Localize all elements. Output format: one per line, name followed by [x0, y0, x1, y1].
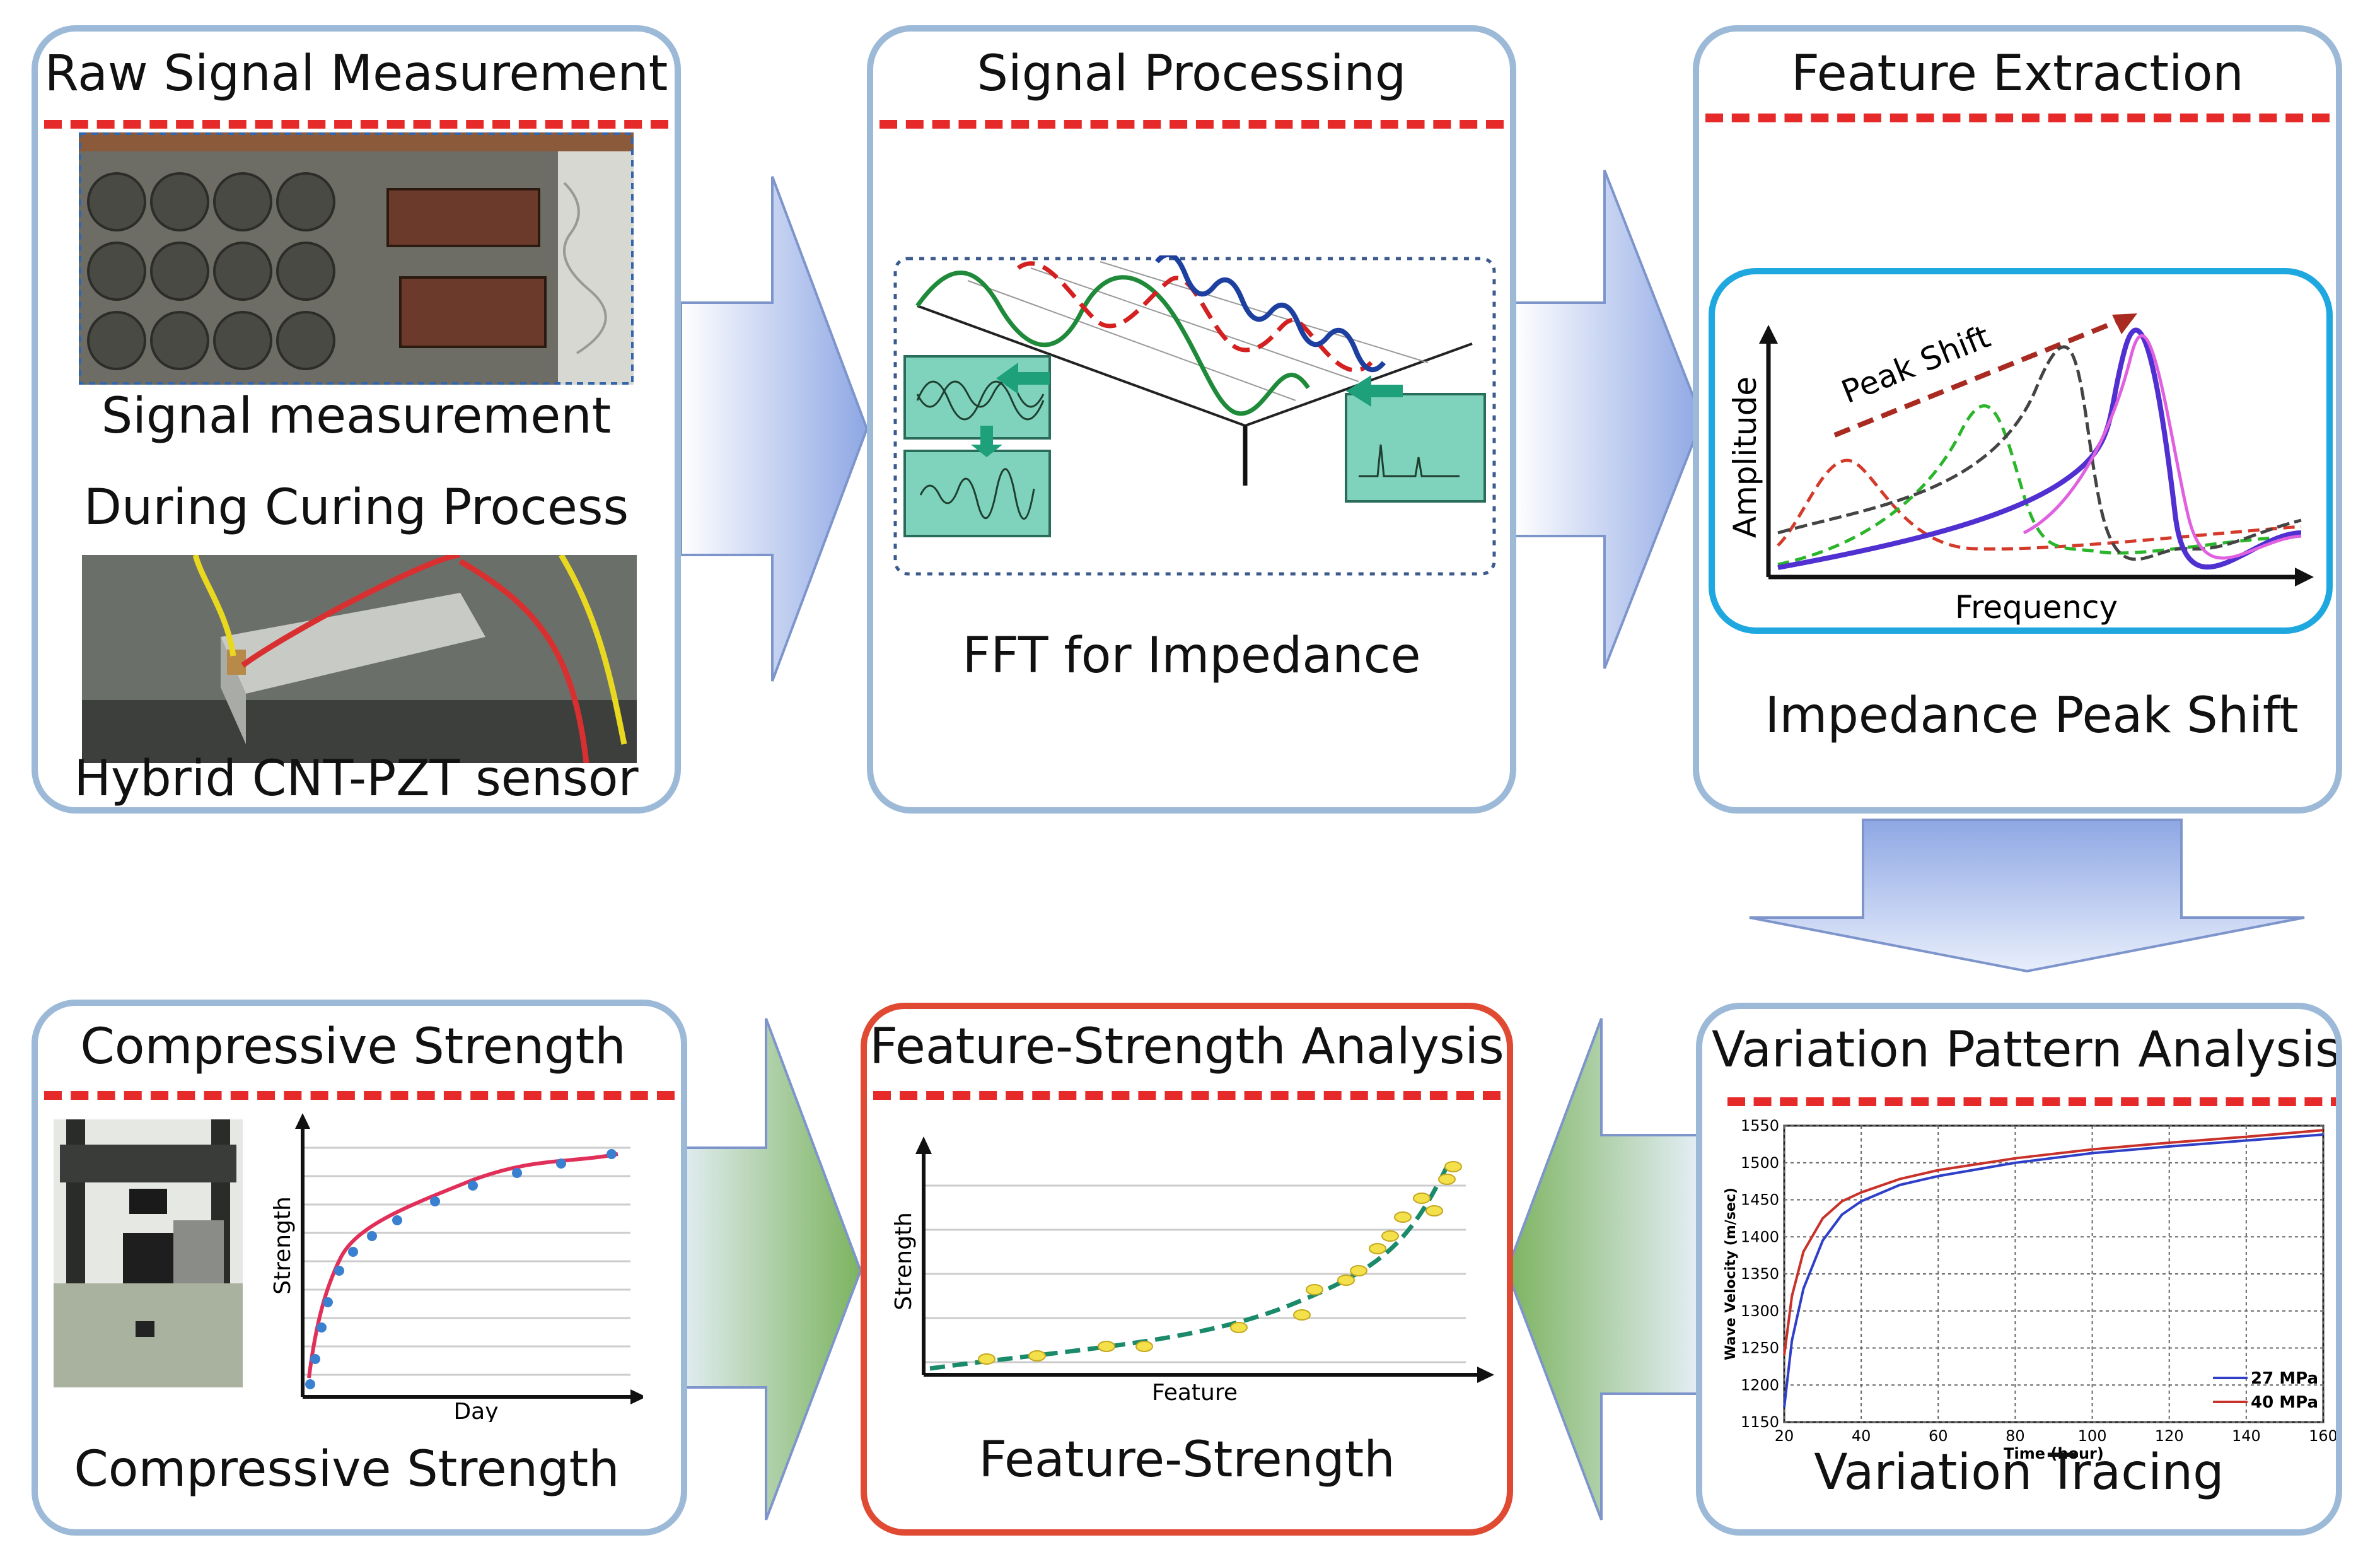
caption-hybrid-sensor: Hybrid CNT-PZT sensor	[74, 750, 639, 807]
y-tick-label: 1200	[1741, 1376, 1779, 1394]
impedance-peak-plot: Amplitude Frequency Peak Shift	[1709, 268, 2333, 634]
arrow-variation-to-featstrength	[1505, 1018, 1704, 1520]
x-tick-label: 60	[1929, 1427, 1948, 1445]
title-divider	[879, 120, 1504, 129]
y-axis-label: Wave Velocity (m/sec)	[1723, 1187, 1739, 1360]
arrow-processing-to-feature	[1512, 170, 1704, 669]
strength-growth-plot: Strength Day	[270, 1113, 643, 1422]
panel-compressive-strength: Compressive Strength Strength Day	[32, 1000, 687, 1536]
y-tick-label: 1400	[1741, 1228, 1779, 1246]
x-axis-label: Feature	[1152, 1380, 1238, 1406]
x-tick-label: 40	[1852, 1427, 1871, 1445]
arrow-raw-to-processing	[680, 176, 869, 682]
feature-strength-plot: Strength Feature	[891, 1136, 1494, 1406]
time-domain-wave	[915, 271, 1310, 416]
caption-feature-strength: Feature-Strength	[978, 1432, 1395, 1488]
panel-variation-pattern: Variation Pattern Analysis 20 40 60 80 100 12…	[1696, 1003, 2342, 1536]
arrow-compressive-to-featstrength	[673, 1018, 862, 1520]
peak-curve-1	[1777, 458, 2302, 551]
fft-illustration	[893, 255, 1496, 576]
compression-machine-photo	[54, 1119, 243, 1387]
y-tick-label: 1550	[1741, 1117, 1779, 1135]
x-axis-label: Frequency	[1955, 589, 2118, 626]
caption-compressive-strength: Compressive Strength	[74, 1441, 620, 1498]
panel-title: Raw Signal Measurement	[44, 45, 668, 102]
y-axis-label: Amplitude	[1727, 376, 1763, 538]
peak-shift-arrow	[1833, 316, 2126, 438]
y-axis-label: Strength	[270, 1196, 296, 1295]
y-tick-label: 1300	[1741, 1302, 1779, 1320]
peak-curve-2	[1777, 404, 2302, 566]
strength-fit-curve	[307, 1152, 618, 1379]
peak-curve-5	[2023, 334, 2302, 560]
series-line-1	[1783, 1133, 2324, 1408]
x-axis-label: Day	[453, 1399, 498, 1422]
caption-curing-process: During Curing Process	[83, 479, 629, 536]
high-frequency-wave	[1154, 255, 1386, 373]
peak-curve-4	[1777, 327, 2302, 570]
x-tick-label: 100	[2078, 1427, 2107, 1445]
legend-label-1: 27 MPa	[2251, 1369, 2318, 1388]
peak-curve-3	[1777, 345, 2302, 561]
cnt-pzt-sensor-photo	[82, 555, 637, 763]
harmonic-wave	[1016, 261, 1373, 373]
arrow-feature-to-variation	[1749, 819, 2305, 973]
title-divider	[873, 1091, 1501, 1100]
x-axis-label: Time (hour)	[2004, 1445, 2104, 1462]
title-divider	[1727, 1097, 2336, 1106]
cylinder-samples-photo	[79, 132, 634, 385]
x-tick-label: 120	[2155, 1427, 2184, 1445]
y-tick-label: 1450	[1741, 1191, 1779, 1209]
panel-title: Variation Pattern Analysis	[1712, 1022, 2341, 1078]
panel-feature-strength[interactable]: Feature-Strength Analysis Strength Featu…	[861, 1003, 1513, 1536]
fit-curve	[929, 1165, 1449, 1371]
caption-fft: FFT for Impedance	[962, 627, 1421, 684]
x-tick-label: 160	[2309, 1427, 2338, 1445]
title-divider	[44, 1091, 675, 1100]
x-tick-label: 20	[1775, 1427, 1794, 1445]
panel-signal-processing: Signal Processing	[867, 25, 1516, 814]
legend-label-2: 40 MPa	[2251, 1393, 2318, 1412]
panel-title: Feature Extraction	[1791, 45, 2244, 102]
panel-title: Compressive Strength	[80, 1018, 626, 1075]
y-tick-label: 1500	[1741, 1154, 1779, 1172]
caption-peak-shift: Impedance Peak Shift	[1765, 687, 2299, 744]
caption-variation-tracing: Variation Tracing	[1814, 1444, 2224, 1501]
strength-data-points	[305, 1149, 617, 1389]
data-points	[978, 1161, 1462, 1365]
panel-title: Signal Processing	[977, 45, 1407, 102]
y-tick-label: 1350	[1741, 1265, 1779, 1283]
x-tick-label: 80	[2006, 1427, 2025, 1445]
caption-signal-measurement: Signal measurement	[101, 388, 612, 445]
x-tick-label: 140	[2232, 1427, 2261, 1445]
title-divider	[1705, 114, 2330, 122]
y-tick-label: 1250	[1741, 1339, 1779, 1357]
y-axis-label: Strength	[891, 1212, 917, 1310]
y-tick-label: 1150	[1741, 1413, 1779, 1431]
panel-feature-extraction: Feature Extraction Amplitude Frequency P…	[1693, 25, 2342, 814]
series-line-2	[1783, 1129, 2324, 1356]
panel-title: Feature-Strength Analysis	[869, 1018, 1504, 1075]
panel-raw-signal: Raw Signal Measurement Signal measuremen…	[32, 25, 681, 814]
wave-velocity-chart: 20 40 60 80 100 120 140 160 1150 1200 1250 1300 1350…	[1723, 1117, 2338, 1462]
title-divider	[44, 120, 668, 129]
